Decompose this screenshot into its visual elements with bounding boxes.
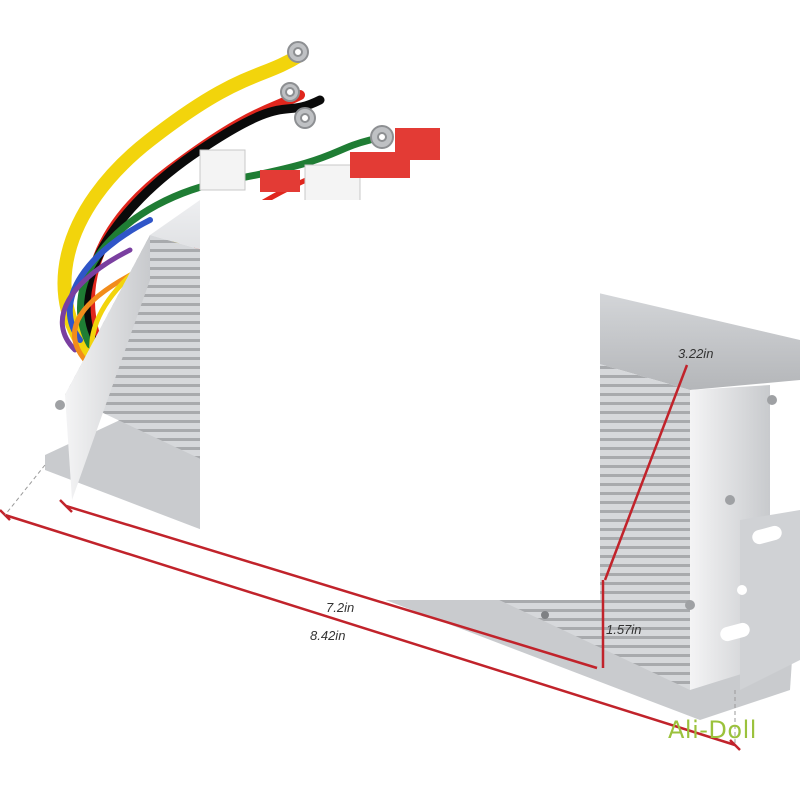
dimension-guides (4, 464, 736, 745)
blank-panel (200, 200, 600, 600)
total-length-dimension-label: 8.42in (310, 628, 346, 643)
watermark-text: Ali-Doll (668, 716, 757, 744)
connector-plugs (199, 128, 440, 206)
body-length-dimension-label: 7.2in (326, 600, 355, 615)
height-dimension-label: 3.22in (678, 346, 714, 361)
dimension-lines (0, 364, 741, 751)
fin-height-dimension-label: 1.57in (606, 622, 642, 637)
ring-terminal-icon (280, 41, 394, 149)
